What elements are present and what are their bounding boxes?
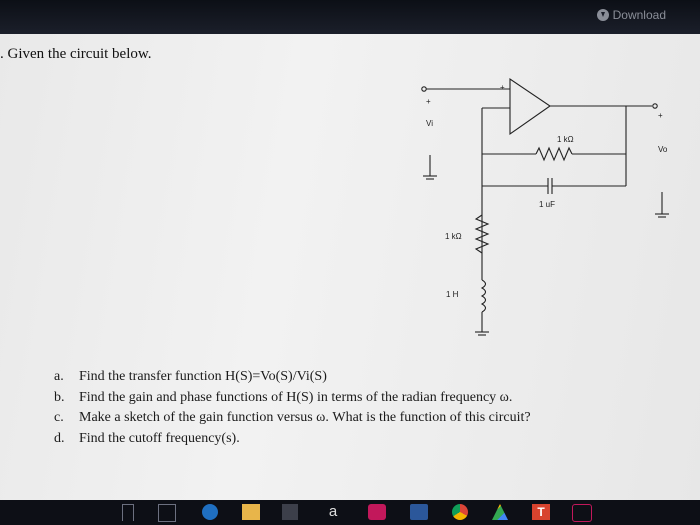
download-label: Download	[612, 8, 666, 22]
download-button[interactable]: Download	[596, 5, 666, 25]
question-item: b. Find the gain and phase functions of H…	[54, 388, 531, 409]
feedback-capacitor-label: 1 uF	[539, 200, 555, 209]
vo-label: Vo	[658, 145, 668, 154]
problem-sheet	[0, 34, 700, 500]
opamp-plus-sign: +	[500, 83, 505, 92]
word-icon[interactable]	[410, 504, 428, 520]
feedback-resistor	[535, 146, 573, 162]
folder-icon[interactable]	[242, 504, 260, 520]
question-item: c. Make a sketch of the gain function ver…	[54, 408, 531, 429]
circuit-diagram: + Vi + + Vo 1 kΩ 1 uF 1 kΩ 1 H	[421, 77, 669, 336]
vi-plus-sign: +	[426, 97, 431, 106]
question-text: Make a sketch of the gain function versu…	[79, 410, 531, 425]
drive-icon[interactable]	[492, 504, 508, 520]
question-item: a. Find the transfer function H(S)=Vo(S)/…	[54, 367, 531, 388]
question-item: d. Find the cutoff frequency(s).	[54, 429, 531, 450]
file-explorer-icon[interactable]	[122, 504, 134, 521]
question-text: Find the transfer function H(S)=Vo(S)/Vi…	[79, 369, 327, 384]
browser-top-bar: Download	[0, 0, 700, 34]
vi-terminal	[421, 86, 427, 92]
task-view-icon[interactable]	[158, 504, 176, 522]
op-amp-triangle	[509, 77, 551, 136]
taskbar: a T	[0, 500, 700, 525]
vo-terminal	[652, 103, 658, 109]
edge-icon[interactable]	[202, 504, 218, 520]
heart-app-icon[interactable]	[368, 504, 386, 520]
vi-label: Vi	[426, 119, 433, 128]
ground-inductor	[480, 279, 487, 313]
store-icon[interactable]	[282, 504, 298, 520]
inductor-label: 1 H	[446, 290, 459, 299]
overflow-icon[interactable]	[572, 504, 592, 522]
question-letter: a.	[54, 369, 64, 384]
t-app-icon[interactable]: T	[532, 504, 550, 520]
download-icon	[596, 9, 609, 21]
question-list: a. Find the transfer function H(S)=Vo(S)/…	[54, 367, 531, 449]
question-letter: d.	[54, 430, 65, 446]
problem-title: . Given the circuit below.	[0, 46, 152, 62]
ground-resistor	[474, 214, 490, 254]
chrome-icon[interactable]	[452, 504, 468, 520]
question-text: Find the gain and phase functions of H(S…	[79, 389, 513, 405]
amazon-icon[interactable]: a	[328, 503, 338, 520]
feedback-resistor-label: 1 kΩ	[557, 135, 574, 144]
question-letter: b.	[54, 389, 65, 405]
question-text: Find the cutoff frequency(s).	[79, 430, 240, 446]
question-letter: c.	[54, 410, 64, 425]
vo-plus-sign: +	[658, 111, 663, 120]
ground-resistor-label: 1 kΩ	[445, 232, 462, 241]
